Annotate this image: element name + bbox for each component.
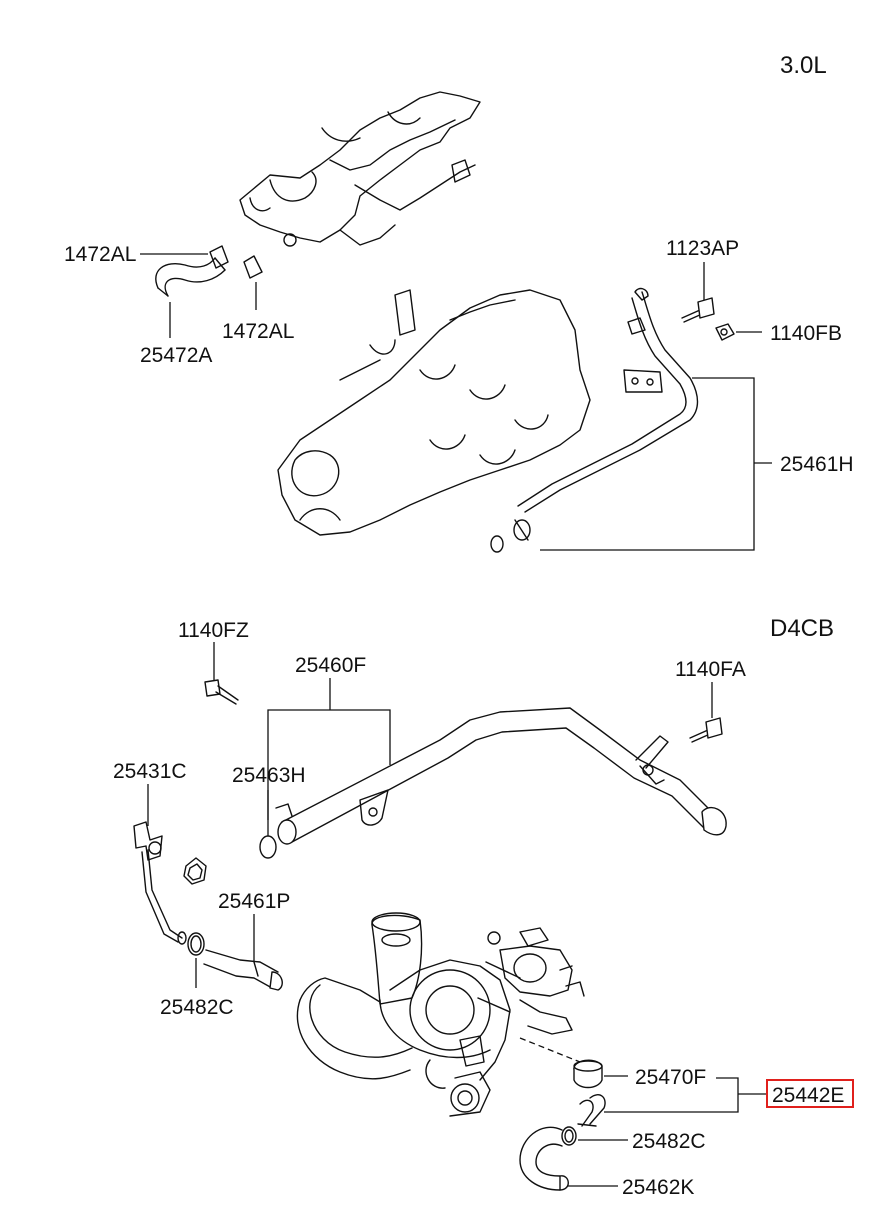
gasket-ring-illustration: [183, 857, 207, 885]
leader-lines-d4cb: [147, 642, 766, 1187]
engine-label-3-0l: 3.0L: [780, 52, 827, 79]
label-25461h[interactable]: 25461H: [780, 453, 854, 476]
intake-manifold-illustration: [277, 289, 591, 536]
label-25482c-left[interactable]: 25482C: [160, 996, 234, 1019]
label-25460f[interactable]: 25460F: [295, 654, 366, 677]
label-1472al-bottom[interactable]: 1472AL: [222, 320, 294, 343]
clamp-25482c-right-illustration: [561, 1126, 577, 1146]
label-25463h[interactable]: 25463H: [232, 764, 306, 787]
label-25470f[interactable]: 25470F: [635, 1066, 706, 1089]
bolt-1140fz-illustration: [204, 679, 239, 705]
clamp-25482c-left-illustration: [187, 932, 205, 956]
label-25472a[interactable]: 25472A: [140, 344, 212, 367]
engine-label-d4cb: D4CB: [770, 615, 834, 642]
bolt-1140fa-illustration: [689, 717, 723, 743]
label-25442e[interactable]: 25442E: [772, 1084, 844, 1107]
label-1140fz[interactable]: 1140FZ: [178, 619, 249, 642]
label-25431c[interactable]: 25431C: [113, 760, 187, 783]
bolt-1123ap-illustration: [681, 297, 715, 323]
tube-25431c-illustration: [133, 821, 187, 945]
hose-25462k-illustration: [519, 1126, 569, 1191]
label-25482c-right[interactable]: 25482C: [632, 1130, 706, 1153]
label-1123ap[interactable]: 1123AP: [666, 237, 739, 260]
label-25461p[interactable]: 25461P: [218, 890, 290, 913]
cylinder-head-illustration: [239, 91, 481, 247]
leader-lines-3-0l: [140, 253, 772, 551]
label-1472al-top[interactable]: 1472AL: [64, 243, 136, 266]
hose-25461p-illustration: [203, 949, 283, 991]
hose-25472a-illustration: [155, 245, 263, 297]
label-25462k[interactable]: 25462K: [622, 1176, 694, 1199]
pipe-25460f-illustration: [275, 707, 727, 845]
pipe-25461h-illustration: [490, 287, 699, 553]
turbocharger-illustration: [296, 912, 585, 1117]
dashed-assembly-line: [519, 1037, 581, 1063]
elbow-pipe-illustration: [577, 1094, 606, 1127]
highlight-box-25442e: [766, 1079, 854, 1108]
oring-25463h-illustration: [259, 835, 277, 859]
label-1140fb[interactable]: 1140FB: [770, 322, 842, 345]
label-1140fa[interactable]: 1140FA: [675, 658, 746, 681]
cap-25470f-illustration: [573, 1059, 603, 1089]
nut-1140fb-illustration: [715, 323, 735, 341]
